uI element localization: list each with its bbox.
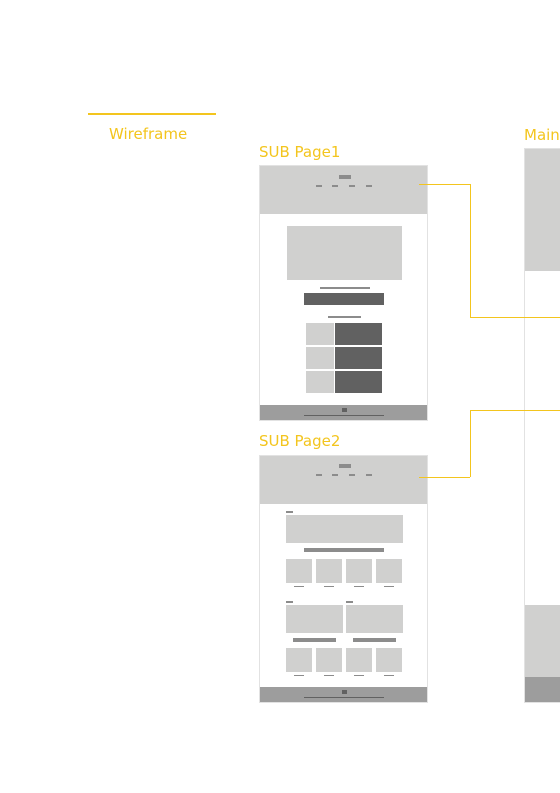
main-footer: [525, 677, 560, 702]
sub1-row-content: [335, 347, 382, 369]
sub2-card-caption: [324, 675, 334, 676]
sub2-card-caption: [294, 675, 304, 676]
sub2-nav-item: [332, 474, 338, 476]
connector-sub1-to-main: [470, 317, 560, 318]
main-bottom-section: [525, 605, 560, 679]
sub1-button-bar: [304, 293, 384, 305]
sub2-card-caption: [354, 586, 364, 587]
connector-sub2-vertical: [470, 410, 471, 477]
sub2-nav-item: [316, 474, 322, 476]
sub2-footer: [260, 687, 427, 702]
sub-page1-frame: [259, 165, 428, 421]
sub-page2-frame: [259, 455, 428, 703]
sub2-card: [286, 559, 312, 583]
sub2-card: [346, 559, 372, 583]
sub1-hero-image: [287, 226, 402, 280]
sub1-logo: [339, 175, 351, 179]
title-rule: [88, 113, 216, 115]
sub2-banner: [286, 515, 403, 543]
sub1-nav-item: [316, 185, 322, 187]
sub1-footer-line: [304, 415, 384, 416]
sub2-card: [376, 559, 402, 583]
sub1-subheading-line: [328, 316, 361, 318]
sub1-row-content: [335, 323, 382, 345]
sub2-title-bar: [304, 548, 384, 552]
connector-sub2-horizontal: [419, 477, 470, 478]
sub2-panel-title: [293, 638, 336, 642]
sub2-card: [286, 648, 312, 672]
sub1-row-thumb: [306, 347, 334, 369]
sub-page1-label: SUB Page1: [259, 143, 341, 161]
sub2-card: [376, 648, 402, 672]
sub1-footer: [260, 405, 427, 420]
sub2-section-tag: [286, 511, 293, 513]
sub2-card: [316, 648, 342, 672]
sub2-panel: [286, 605, 343, 633]
sub1-text-line: [320, 287, 370, 289]
sub2-nav-item: [366, 474, 372, 476]
sub2-footer-logo: [342, 690, 347, 694]
sub2-card-caption: [384, 586, 394, 587]
sub2-card: [346, 648, 372, 672]
sub1-nav-item: [349, 185, 355, 187]
sub1-nav-item: [332, 185, 338, 187]
sub2-logo: [339, 464, 351, 468]
sub1-row-thumb: [306, 371, 334, 393]
connector-main-to-sub2: [470, 410, 560, 411]
connector-sub1-horizontal: [419, 184, 470, 185]
sub1-header: [260, 166, 427, 214]
sub2-section-tag: [346, 601, 353, 603]
sub-page2-label: SUB Page2: [259, 432, 341, 450]
sub2-footer-line: [304, 697, 384, 698]
sub2-panel-title: [353, 638, 396, 642]
sub1-footer-logo: [342, 408, 347, 412]
sub1-nav-item: [366, 185, 372, 187]
sub1-row-content: [335, 371, 382, 393]
sub2-header: [260, 456, 427, 504]
main-page-frame: [524, 148, 560, 703]
connector-sub1-vertical: [470, 184, 471, 317]
sub2-card-caption: [294, 586, 304, 587]
sub2-card: [316, 559, 342, 583]
main-page-label: Main: [524, 126, 560, 144]
main-hero: [525, 149, 560, 271]
sub2-panel: [346, 605, 403, 633]
sub2-nav-item: [349, 474, 355, 476]
sub2-card-caption: [354, 675, 364, 676]
sub2-card-caption: [324, 586, 334, 587]
sub2-card-caption: [384, 675, 394, 676]
sub1-row-thumb: [306, 323, 334, 345]
sub2-section-tag: [286, 601, 293, 603]
section-title: Wireframe: [109, 125, 188, 143]
